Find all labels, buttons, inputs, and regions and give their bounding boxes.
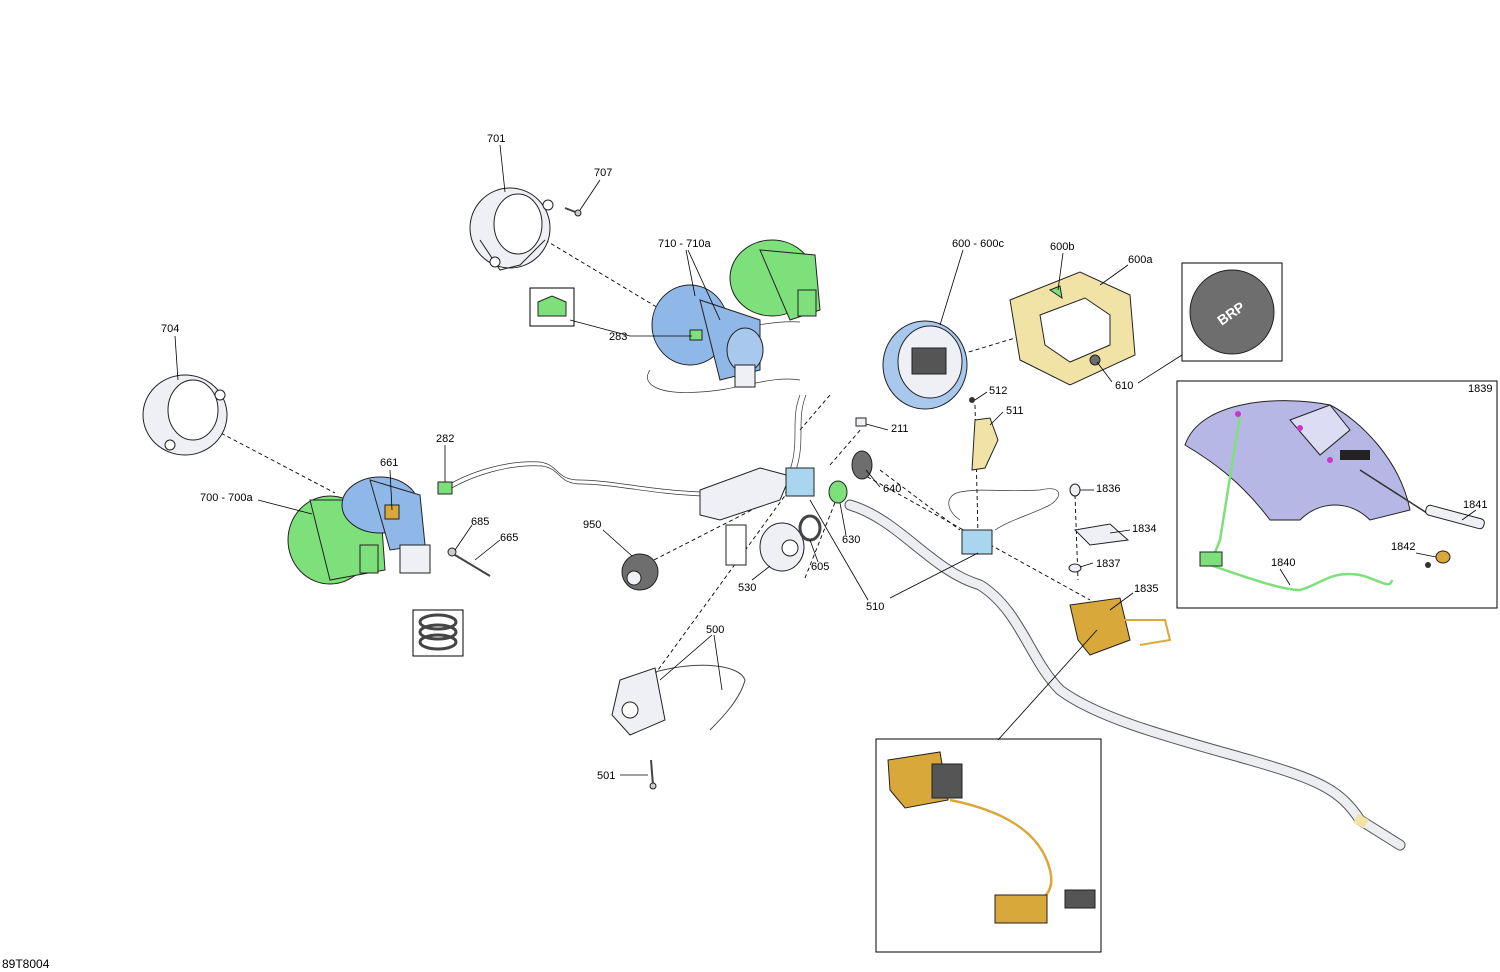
label-511: 511 <box>1006 405 1024 417</box>
label-512: 512 <box>989 385 1007 397</box>
label-1840: 1840 <box>1271 557 1295 569</box>
part-512-screw <box>969 397 975 403</box>
label-501: 501 <box>597 770 615 782</box>
part-707-screw <box>564 207 582 217</box>
label-707: 707 <box>594 167 612 179</box>
part-701-cover <box>469 187 554 271</box>
label-630: 630 <box>842 534 860 546</box>
part-labels: 701 707 710 - 710a 283 704 600 - 600c 60… <box>2 133 1492 971</box>
label-710: 710 - 710a <box>658 238 711 250</box>
brp-cap-detail: BRP <box>1181 262 1283 362</box>
label-600: 600 - 600c <box>952 238 1004 250</box>
label-950: 950 <box>583 519 601 531</box>
part-700-headlight <box>287 476 431 585</box>
part-501-screw <box>649 759 657 790</box>
part-1835-switch <box>1069 597 1172 656</box>
part-605-ring <box>798 514 822 542</box>
label-1837: 1837 <box>1096 558 1120 570</box>
label-661: 661 <box>380 457 398 469</box>
label-610: 610 <box>1115 380 1133 392</box>
label-1841: 1841 <box>1463 499 1487 511</box>
label-211: 211 <box>891 423 909 435</box>
detail-box-1839 <box>1176 380 1498 609</box>
part-510-harness-connector <box>961 529 993 555</box>
leader-lines <box>174 144 1477 776</box>
part-500-switch <box>611 664 746 736</box>
label-510: 510 <box>866 601 884 613</box>
part-1837-washer <box>1068 563 1082 573</box>
label-640: 640 <box>883 483 901 495</box>
part-685-screw <box>447 547 491 577</box>
label-700: 700 - 700a <box>200 492 253 504</box>
label-600a: 600a <box>1128 254 1153 266</box>
spring-detail <box>412 609 464 657</box>
handlebar-cable <box>844 499 1406 851</box>
label-283: 283 <box>609 331 627 343</box>
part-1836-screw <box>1069 483 1081 497</box>
part-600-gauge <box>882 320 968 410</box>
label-282: 282 <box>436 433 454 445</box>
detail-box-control <box>875 738 1102 953</box>
part-283-connector <box>529 287 575 327</box>
part-530-knob <box>759 522 805 572</box>
part-center-bracket <box>699 467 815 566</box>
label-685: 685 <box>471 516 489 528</box>
part-282-connector <box>437 481 453 495</box>
ref-code: 89T8004 <box>2 957 50 971</box>
part-630-connector <box>828 480 848 504</box>
label-1835: 1835 <box>1134 583 1158 595</box>
wiring <box>439 321 1060 531</box>
label-704: 704 <box>161 323 179 335</box>
label-665: 665 <box>500 532 518 544</box>
part-710-headlight <box>651 239 821 388</box>
label-1836: 1836 <box>1096 483 1120 495</box>
part-950-switch <box>621 553 659 591</box>
part-511-bracket <box>971 417 999 471</box>
label-1839: 1839 <box>1468 383 1492 395</box>
label-600b: 600b <box>1050 241 1074 253</box>
assembly-lines <box>214 239 1091 693</box>
label-701: 701 <box>487 133 505 145</box>
part-600a-bezel <box>1009 271 1136 386</box>
part-1834-plate <box>1073 523 1130 546</box>
label-1842: 1842 <box>1391 541 1415 553</box>
label-530: 530 <box>738 582 756 594</box>
part-211-clip <box>855 417 867 427</box>
part-640-connector <box>851 450 873 480</box>
label-1834: 1834 <box>1132 523 1156 535</box>
part-704-cover <box>142 374 228 456</box>
label-605: 605 <box>811 561 829 573</box>
label-500: 500 <box>706 624 724 636</box>
